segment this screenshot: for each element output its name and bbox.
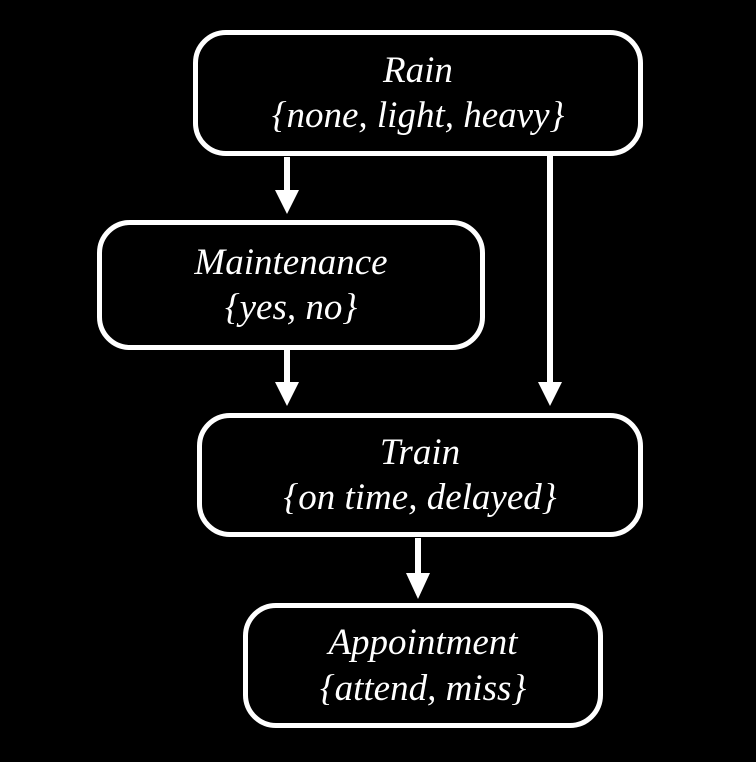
edge-rain-to-maintenance: [275, 157, 299, 214]
arrowhead-icon: [275, 190, 299, 214]
node-appointment: Appointment {attend, miss}: [243, 603, 603, 728]
edge-train-to-appointment: [406, 538, 430, 599]
node-rain: Rain {none, light, heavy}: [193, 30, 643, 156]
node-appointment-values: {attend, miss}: [319, 667, 527, 709]
arrowhead-icon: [275, 382, 299, 406]
node-maintenance: Maintenance {yes, no}: [97, 220, 485, 350]
edge-maintenance-to-train: [275, 349, 299, 406]
edge-rain-to-train: [538, 155, 562, 406]
node-rain-label: Rain: [383, 49, 453, 91]
node-appointment-label: Appointment: [328, 622, 518, 664]
arrowhead-icon: [538, 382, 562, 406]
node-train-values: {on time, delayed}: [283, 477, 557, 518]
node-maintenance-label: Maintenance: [194, 241, 388, 283]
node-train-label: Train: [379, 431, 461, 473]
node-rain-values: {none, light, heavy}: [271, 95, 565, 136]
arrowhead-icon: [406, 573, 430, 599]
node-maintenance-values: {yes, no}: [224, 287, 358, 328]
node-train: Train {on time, delayed}: [197, 413, 643, 537]
